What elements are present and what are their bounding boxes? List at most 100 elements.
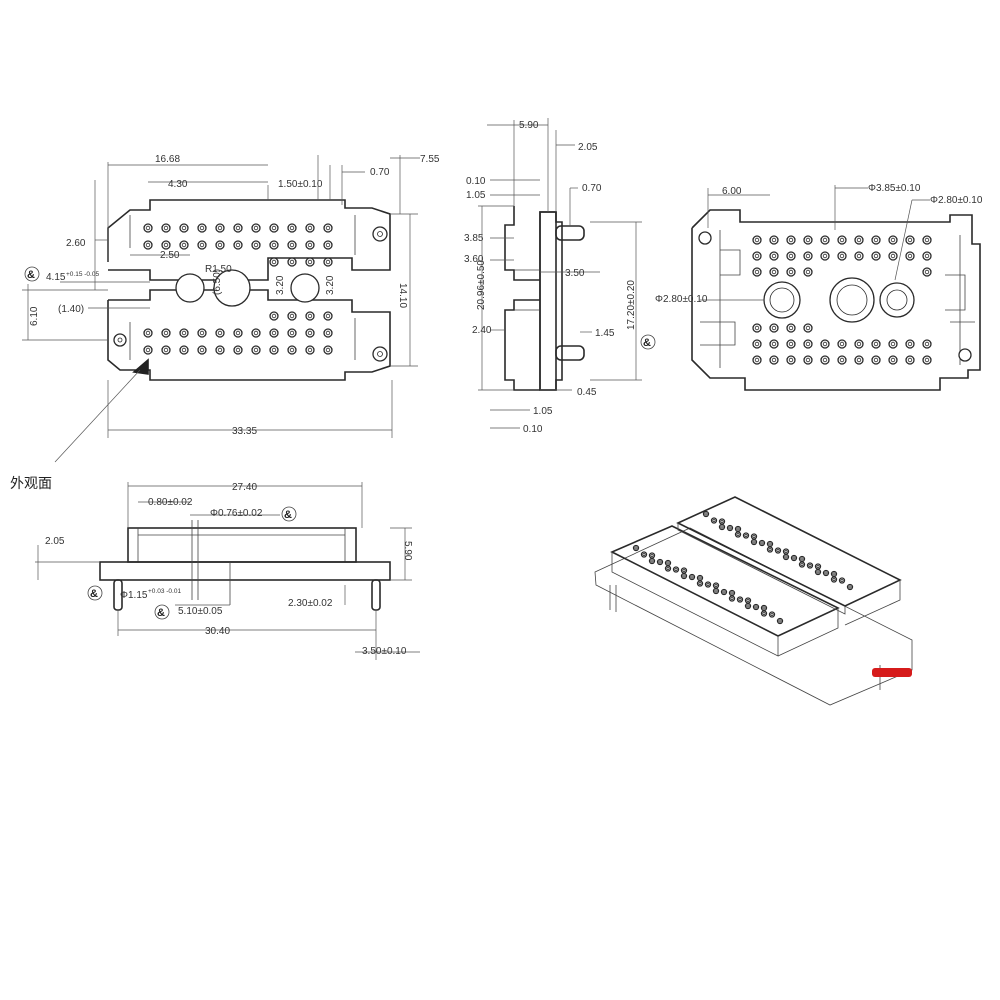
rear-pin	[905, 251, 915, 261]
iso-pin	[734, 525, 742, 533]
front-pin-core	[235, 225, 241, 231]
front-pin-core	[289, 225, 295, 231]
front-pin-core	[307, 313, 313, 319]
front-pin-core	[253, 242, 259, 248]
front-pin	[323, 328, 333, 338]
front-hole-large-mid	[213, 269, 251, 307]
front-pin-core	[271, 313, 277, 319]
rear-pin	[837, 235, 847, 245]
iso-pin-core	[840, 578, 844, 583]
dim-14-10: 14.10	[397, 283, 408, 308]
dim-1-05-top: 1.05	[466, 190, 486, 201]
front-pin	[269, 311, 279, 321]
front-pin	[305, 328, 315, 338]
rear-hole-large-left	[763, 281, 801, 319]
iso-pin	[760, 610, 768, 617]
iso-pin-core	[752, 534, 756, 539]
iso-pin	[688, 573, 696, 581]
rear-pin-core	[873, 237, 879, 243]
front-pin	[215, 328, 225, 338]
rear-pin-core	[754, 237, 760, 243]
rear-pin	[854, 339, 864, 349]
front-pin-core	[307, 242, 313, 248]
front-pin	[215, 223, 225, 233]
rear-pin	[820, 251, 830, 261]
rear-pin	[752, 235, 762, 245]
front-pin-core	[199, 242, 205, 248]
rear-pin-core	[805, 341, 811, 347]
iso-pin-core	[682, 574, 686, 578]
rear-outline	[691, 209, 981, 391]
iso-pin-core	[706, 582, 710, 587]
rear-pin-core	[771, 237, 777, 243]
iso-pin-core	[768, 547, 772, 552]
iso-pin	[680, 572, 688, 580]
isometric-view	[594, 496, 913, 706]
iso-pin-core	[658, 560, 662, 564]
iso-pin-core	[770, 612, 774, 617]
front-pin-core	[271, 347, 277, 353]
iso-pin-core	[720, 519, 724, 524]
bottom-view: 27.40 0.80±0.02 Φ0.76±0.02 & 2.05 5.90 &…	[35, 482, 420, 660]
front-pin	[269, 345, 279, 355]
front-pin	[215, 240, 225, 250]
iso-pin	[718, 523, 726, 531]
rear-pin-core	[924, 341, 930, 347]
front-pin	[143, 223, 153, 233]
front-pin	[323, 240, 333, 250]
bottom-pin-right	[371, 579, 381, 611]
iso-pin	[742, 532, 750, 539]
front-pin-core	[181, 347, 187, 353]
front-pin	[269, 223, 279, 233]
front-pin-core	[325, 313, 331, 319]
dim-r1-50: R1.50	[205, 264, 232, 275]
side-view: 5.90 2.05 0.10 1.05 0.70 3.85 3.60 3.50 …	[464, 118, 656, 435]
rear-pin-core	[771, 325, 777, 331]
dim-7-55: 7.55	[420, 154, 440, 165]
front-pin-core	[289, 330, 295, 336]
front-pin	[323, 311, 333, 321]
side-pin-bottom	[555, 345, 585, 361]
dim-5-10: 5.10±0.05	[178, 606, 223, 617]
rear-pin	[888, 251, 898, 261]
iso-pin	[744, 597, 752, 604]
front-pin-core	[181, 242, 187, 248]
front-pin	[251, 223, 261, 233]
iso-pin-core	[728, 526, 732, 530]
dim-0-45: 0.45	[577, 387, 597, 398]
iso-pin-core	[690, 575, 694, 579]
rear-pin	[871, 339, 881, 349]
front-pin	[233, 345, 243, 355]
front-pin	[143, 240, 153, 250]
front-pin-core	[253, 330, 259, 336]
front-mount-hole-br	[372, 346, 388, 362]
rear-pin	[752, 267, 762, 277]
iso-pin	[632, 544, 640, 552]
dim-2-40: 2.40	[472, 325, 492, 336]
rear-pin	[786, 339, 796, 349]
iso-pin	[758, 539, 766, 547]
rear-pin-core	[822, 237, 828, 243]
dim-0-70-side: 0.70	[582, 183, 602, 194]
iso-pin-core	[792, 556, 796, 560]
front-pin	[143, 345, 153, 355]
iso-pin-core	[666, 561, 670, 565]
watermark-mark	[872, 668, 912, 677]
rear-pin-core	[805, 325, 811, 331]
dim-d2-80-left: Φ2.80±0.10	[655, 294, 708, 305]
rear-pin	[905, 355, 915, 365]
iso-pin-core	[800, 557, 804, 561]
dim-0-10-bottom: 0.10	[523, 424, 543, 435]
critical-symbol-bottom-left: &	[90, 588, 98, 600]
front-view: 16.68 4.30 1.50±0.10 0.70 7.55 2.60 2.50…	[10, 154, 440, 491]
dim-6-00: 6.00	[722, 186, 742, 197]
rear-pin-core	[771, 341, 777, 347]
rear-mount-hole-br	[958, 348, 972, 362]
iso-pin	[822, 569, 830, 577]
iso-pin-core	[730, 596, 734, 601]
iso-pin	[752, 603, 760, 611]
iso-pin-core	[784, 555, 788, 559]
iso-pin-core	[760, 541, 764, 545]
rear-pin-core	[771, 269, 777, 275]
rear-pin	[803, 251, 813, 261]
